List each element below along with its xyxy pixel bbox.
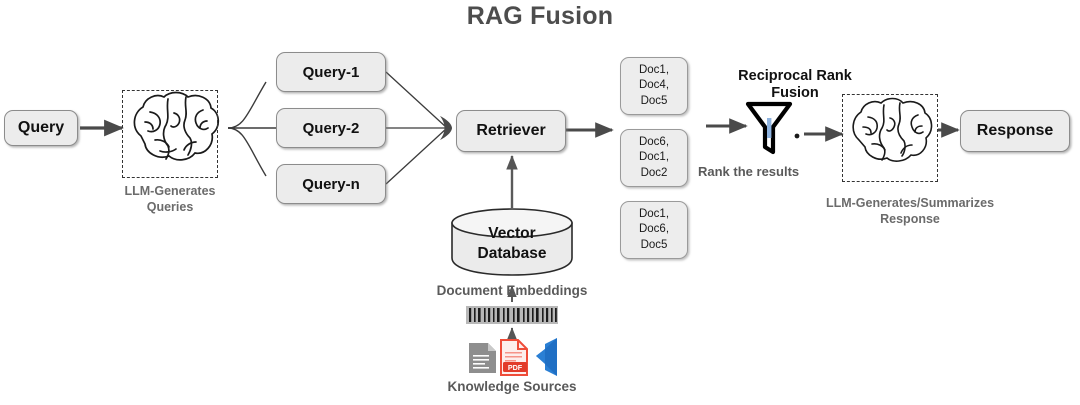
node-query[interactable]: Query bbox=[4, 110, 78, 146]
text-document-icon bbox=[469, 343, 496, 373]
funnel-icon bbox=[745, 101, 793, 155]
node-query-1-label: Query-1 bbox=[302, 63, 360, 81]
doc-line: Doc1, bbox=[638, 64, 670, 77]
pdf-document-icon: PDF bbox=[500, 339, 528, 376]
doc-result-box-1[interactable]: Doc1, Doc4, Doc5 bbox=[620, 57, 688, 115]
llm-response-frame bbox=[842, 94, 938, 182]
doc-line: Doc2 bbox=[640, 166, 668, 179]
funnel-drop-icon bbox=[794, 133, 800, 139]
doc-line: Doc5 bbox=[640, 238, 668, 251]
llm-queries-frame bbox=[122, 90, 218, 178]
node-response[interactable]: Response bbox=[960, 110, 1070, 152]
node-query-n-label: Query-n bbox=[302, 175, 360, 193]
caption-rank-the-results: Rank the results bbox=[698, 164, 800, 179]
node-retriever[interactable]: Retriever bbox=[456, 110, 566, 152]
caption-document-embeddings: Document Embeddings bbox=[436, 283, 588, 298]
fusion-label-line1: Reciprocal Rank bbox=[738, 68, 852, 84]
node-query-2[interactable]: Query-2 bbox=[276, 108, 386, 148]
fusion-label: Reciprocal Rank Fusion bbox=[700, 68, 890, 102]
brain-icon-right bbox=[852, 97, 933, 162]
fusion-label-line2: Fusion bbox=[771, 85, 819, 102]
caption-llm-summarizes-response: LLM-Generates/Summarizes Response bbox=[825, 196, 995, 226]
caption-llm-generates-queries: LLM-Generates Queries bbox=[124, 184, 216, 214]
vector-database-line2: Database bbox=[477, 245, 547, 263]
node-query-1[interactable]: Query-1 bbox=[276, 52, 386, 92]
vscode-icon bbox=[536, 338, 557, 376]
doc-line: Doc6, bbox=[638, 136, 670, 149]
brain-icon-left bbox=[133, 91, 220, 161]
svg-text:PDF: PDF bbox=[508, 363, 523, 372]
converge-lines-queries-to-retriever bbox=[385, 71, 448, 185]
page-title: RAG Fusion bbox=[466, 2, 614, 30]
node-query-n[interactable]: Query-n bbox=[276, 164, 386, 204]
doc-line: Doc4, bbox=[638, 79, 670, 92]
doc-line: Doc6, bbox=[638, 223, 670, 236]
node-retriever-label: Retriever bbox=[476, 122, 546, 139]
fanout-lines-llm-to-queries bbox=[227, 81, 276, 177]
barcode-embeddings-icon bbox=[466, 306, 558, 324]
doc-line: Doc1, bbox=[638, 208, 670, 221]
database-cylinder-icon bbox=[451, 208, 573, 276]
doc-line: Doc1, bbox=[638, 151, 670, 164]
node-vector-database[interactable]: Vector Database bbox=[452, 224, 572, 264]
doc-result-box-2[interactable]: Doc6, Doc1, Doc2 bbox=[620, 129, 688, 187]
converge-arrowhead bbox=[440, 116, 452, 140]
doc-line: Doc5 bbox=[640, 94, 668, 107]
node-query-label: Query bbox=[17, 119, 65, 136]
doc-result-box-3[interactable]: Doc1, Doc6, Doc5 bbox=[620, 201, 688, 259]
vector-database-line1: Vector bbox=[488, 225, 536, 242]
node-query-2-label: Query-2 bbox=[302, 119, 360, 137]
node-response-label: Response bbox=[976, 122, 1054, 139]
caption-knowledge-sources: Knowledge Sources bbox=[447, 379, 577, 394]
